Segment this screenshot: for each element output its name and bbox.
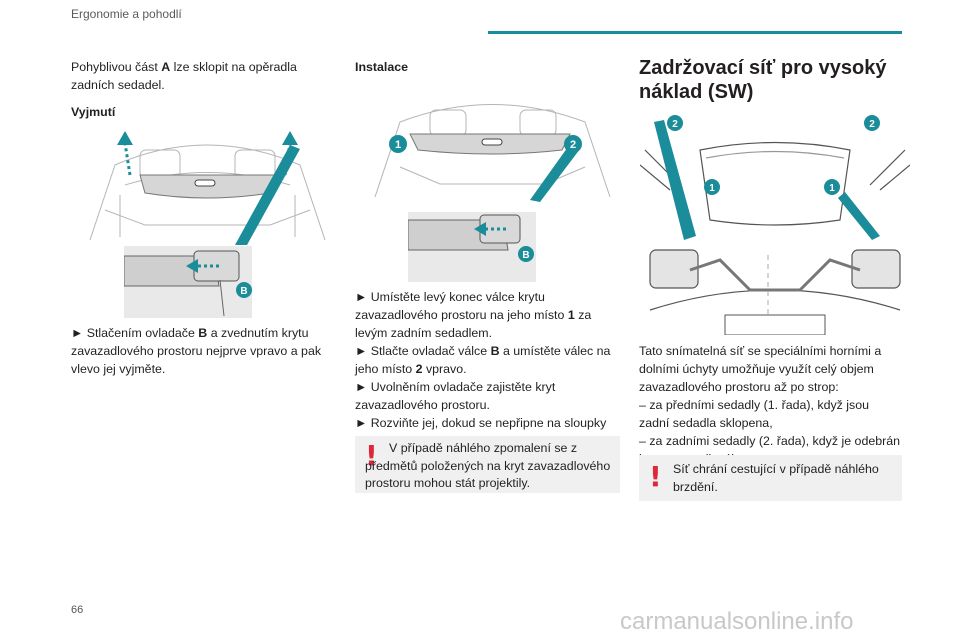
install-step-1: ► Umístěte levý konec válce krytu zavaza…	[355, 290, 592, 340]
net-callout-1-right: 1	[829, 183, 835, 194]
net-callout-2-right: 2	[869, 119, 875, 130]
trunk-cover-figure-2: 1 2	[370, 92, 615, 202]
install-steps: ► Umístěte levý konec válce krytu zavaza…	[355, 288, 620, 450]
net-paragraph: Tato snímatelná síť se speciálními horní…	[639, 344, 882, 394]
section-title: Ergonomie a pohodlí	[71, 7, 182, 21]
callout-2-label: 2	[570, 139, 576, 151]
warning-icon-right: !	[649, 460, 662, 493]
control-b-detail-1: B	[124, 246, 252, 318]
trunk-cover-figure-1	[85, 125, 330, 245]
left-column: Pohyblivou část A lze sklopit na opěradl…	[71, 58, 326, 121]
control-b-detail-2: B	[408, 212, 536, 282]
watermark: carmanualsonline.info	[620, 608, 854, 635]
warning-box-right: ! Síť chrání cestující v případě náhlého…	[639, 455, 902, 501]
net-callout-2-left: 2	[672, 119, 678, 130]
net-dash-1: – za předními sedadly (1. řada), když js…	[639, 398, 870, 430]
cargo-net-figure: 2 2 1 1	[640, 110, 910, 335]
warning-box-middle: ! V případě náhlého zpomalení se z předm…	[355, 436, 620, 493]
header-accent-bar	[488, 31, 902, 34]
net-callout-1-left: 1	[709, 183, 715, 194]
callout-b-label-2: B	[522, 250, 529, 261]
install-heading: Instalace	[355, 60, 409, 74]
removal-heading: Vyjmutí	[71, 105, 116, 119]
net-description: Tato snímatelná síť se speciálními horní…	[639, 342, 902, 468]
net-section-title: Zadržovací síť pro vysoký náklad (SW)	[639, 57, 887, 103]
intro-paragraph: Pohyblivou část A lze sklopit na opěradl…	[71, 60, 297, 92]
install-step-3: ► Uvolněním ovladače zajistěte kryt zava…	[355, 380, 556, 412]
warning-text-right: Síť chrání cestující v případě náhlého b…	[673, 462, 879, 494]
removal-step: ► Stlačením ovladače B a zvednutím krytu…	[71, 326, 322, 376]
warning-icon: !	[365, 439, 378, 472]
callout-1-label: 1	[395, 139, 401, 151]
left-step: ► Stlačením ovladače B a zvednutím krytu…	[71, 324, 326, 378]
page-number: 66	[71, 604, 84, 616]
callout-b-label: B	[240, 286, 247, 297]
middle-column-heading: Instalace	[355, 58, 620, 76]
warning-text-middle: V případě náhlého zpomalení se z předmět…	[365, 441, 611, 490]
install-step-2: ► Stlačte ovladač válce B a umístěte vál…	[355, 344, 611, 376]
